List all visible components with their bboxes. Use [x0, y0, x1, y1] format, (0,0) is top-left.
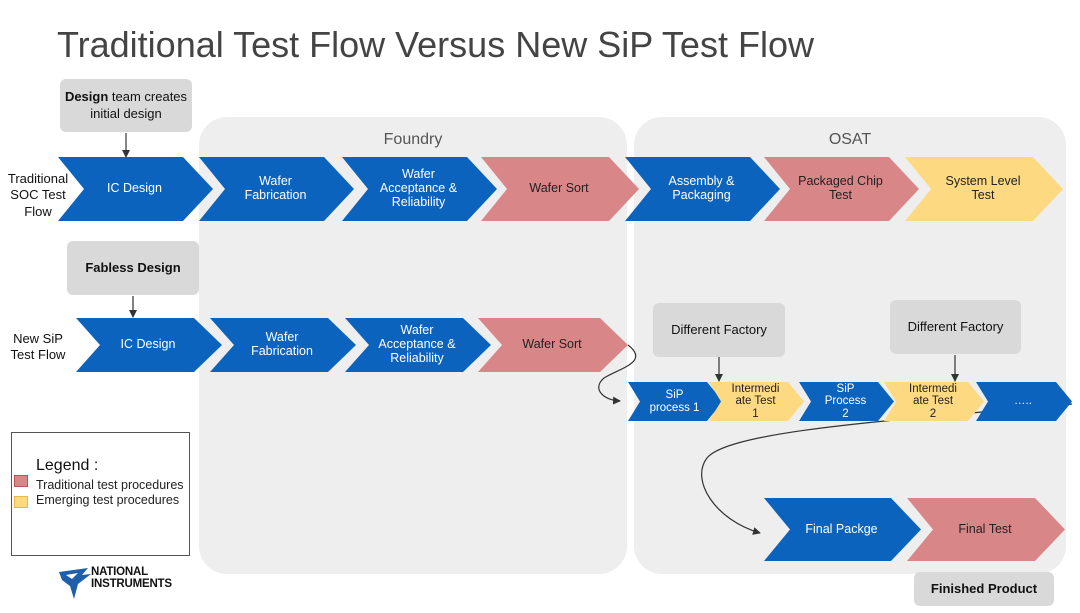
- fabless-design-note: Fabless Design: [67, 241, 199, 295]
- new-flow-label: New SiP Test Flow: [10, 331, 66, 363]
- different-factory-text-1: Different Factory: [671, 321, 767, 337]
- page-title: Traditional Test Flow Versus New SiP Tes…: [57, 24, 814, 65]
- final-flow-step-2: Final Test: [907, 498, 1065, 561]
- legend-swatch-emerging: [14, 496, 28, 508]
- design-team-note-bold: Design: [64, 88, 109, 104]
- design-team-note: Design team creates initial design: [60, 79, 192, 132]
- sip-flow-step-4: Intermedi ate Test 2: [884, 382, 984, 421]
- new-flow-step-4: Wafer Sort: [478, 318, 628, 372]
- different-factory-note-2: Different Factory: [890, 300, 1021, 354]
- new-flow-step-3: Wafer Acceptance & Reliability: [345, 318, 491, 372]
- legend-swatch-traditional: [14, 475, 28, 487]
- different-factory-text-2: Different Factory: [907, 318, 1004, 334]
- design-team-note-text: team creates initial design: [90, 88, 188, 121]
- legend-item-traditional: Traditional test procedures: [36, 478, 184, 492]
- legend-title: Legend :: [36, 457, 99, 474]
- traditional-flow-step-7: System Level Test: [905, 157, 1063, 221]
- fabless-design-text: Fabless Design: [85, 259, 181, 275]
- sip-flow-step-5: …..: [976, 382, 1072, 421]
- new-flow-step-2: Wafer Fabrication: [210, 318, 356, 372]
- legend-item-emerging: Emerging test procedures: [36, 493, 180, 507]
- sip-flow-step-1: SiP process 1: [628, 382, 723, 421]
- final-flow-step-1: Final Packge: [764, 498, 921, 561]
- logo-line2: INSTRUMENTS: [91, 578, 172, 590]
- finished-product-note: Finished Product: [914, 572, 1054, 606]
- foundry-label: Foundry: [383, 131, 443, 148]
- eagle-icon: [59, 568, 91, 599]
- sip-flow-step-3: SiP Process 2: [799, 382, 894, 421]
- sip-flow-step-2: Intermedi ate Test 1: [709, 382, 804, 421]
- logo-line1: NATIONAL: [91, 566, 148, 578]
- national-instruments-logo: NATIONAL INSTRUMENTS: [58, 566, 193, 600]
- different-factory-note-1: Different Factory: [653, 303, 785, 357]
- traditional-flow-label: Traditional SOC Test Flow: [7, 171, 69, 219]
- osat-label: OSAT: [828, 131, 872, 148]
- new-flow-step-1: IC Design: [76, 318, 222, 372]
- finished-product-text: Finished Product: [930, 580, 1038, 596]
- wafer-sort-to-sip-curve: [598, 344, 637, 405]
- traditional-flow-step-4: Wafer Sort: [481, 157, 639, 221]
- legend: Legend : Traditional test procedures Eme…: [11, 432, 190, 556]
